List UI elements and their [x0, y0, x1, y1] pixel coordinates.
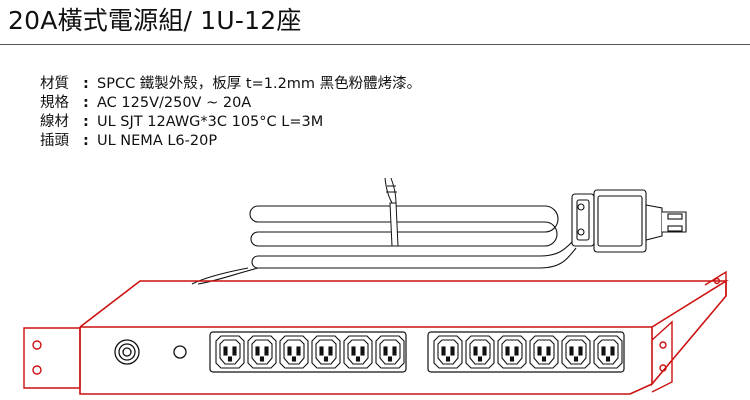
spec-colon: : [83, 95, 89, 111]
spec-value: UL SJT 12AWG*3C 105°C L=3M [97, 114, 324, 130]
spec-colon: : [83, 114, 89, 130]
page-title: 20A橫式電源組/ 1U-12座 [8, 6, 302, 35]
spec-colon: : [83, 133, 89, 149]
plug-icon [571, 189, 687, 253]
spec-row-cable: 線材: UL SJT 12AWG*3C 105°C L=3M [40, 113, 421, 132]
outlets [215, 335, 623, 369]
outlet-icon [465, 335, 495, 369]
outlet-icon [561, 335, 591, 369]
spec-colon: : [83, 76, 89, 92]
spec-list: 材質: SPCC 鐵製外殼，板厚 t=1.2mm 黑色粉體烤漆。 規格: AC 12… [40, 75, 421, 151]
cable-tie [384, 177, 399, 247]
spec-row-material: 材質: SPCC 鐵製外殼，板厚 t=1.2mm 黑色粉體烤漆。 [40, 75, 421, 94]
outlet-icon [343, 335, 373, 369]
spec-value: AC 125V/250V ~ 20A [97, 95, 252, 111]
spec-row-rating: 規格: AC 125V/250V ~ 20A [40, 94, 421, 113]
chassis-outline [79, 280, 729, 395]
outlet-icon [215, 335, 245, 369]
outlet-icon [375, 335, 405, 369]
title-divider [0, 44, 750, 45]
outlet-group [209, 331, 407, 373]
spec-label: 插頭 [40, 133, 69, 149]
outlet-icon [593, 335, 623, 369]
outlet-icon [247, 335, 277, 369]
rack-ear-left [23, 327, 81, 389]
spec-label: 線材 [40, 114, 69, 130]
spec-row-plug: 插頭: UL NEMA L6-20P [40, 132, 421, 151]
power-cord [191, 205, 577, 285]
spec-value: SPCC 鐵製外殼，板厚 t=1.2mm 黑色粉體烤漆。 [97, 76, 422, 92]
outlet-icon [311, 335, 341, 369]
outlet-icon [497, 335, 527, 369]
spec-label: 材質 [40, 76, 69, 92]
breaker-icon [114, 339, 140, 365]
outlet-icon [279, 335, 309, 369]
outlet-icon [529, 335, 559, 369]
outlet-group [427, 331, 625, 373]
spec-value: UL NEMA L6-20P [97, 133, 218, 149]
indicator-light-icon [173, 345, 187, 359]
spec-label: 規格 [40, 95, 69, 111]
outlet-icon [433, 335, 463, 369]
rack-ear-right [651, 270, 727, 393]
